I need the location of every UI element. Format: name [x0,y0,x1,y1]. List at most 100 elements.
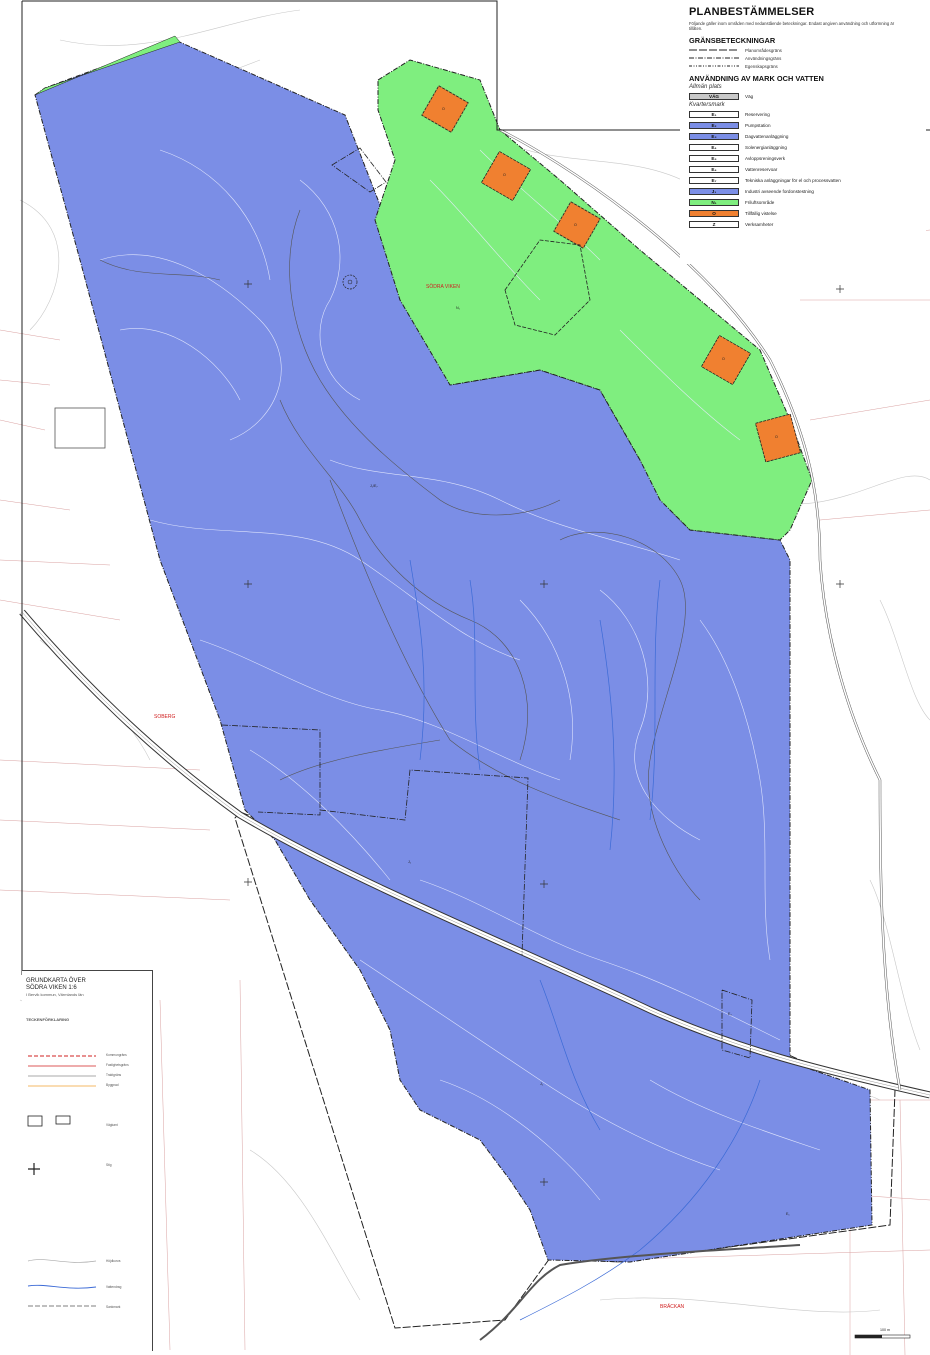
boundary-legend-row: Planområdesgräns [689,47,926,53]
basemap-item: Kommungräns [106,1053,127,1057]
legend-label: Vattenreservoar [745,167,778,172]
zone-label-e2: E₂ [728,1012,732,1016]
legend-row: VÄG Väg [689,92,926,101]
legend-swatch: N₁ [689,199,739,206]
basemap-title: GRUNDKARTA ÖVER [26,978,86,984]
legend-swatch: E₃ [689,133,739,140]
basemap-item: Fastighetsgräns [106,1063,129,1067]
coordinate-crosses [244,280,844,1186]
legend-swatch: E₁ [689,111,739,118]
legend-label: Väg [745,94,754,99]
basemap-item: Traktgräns [106,1073,122,1077]
legend-swatch: E₇ [689,177,739,184]
place-label-soberg: SOBERG [154,714,176,720]
zone-label-o3: O [574,223,577,227]
basemap-legend: GRUNDKARTA ÖVER SÖDRA VIKEN 1:6 I Bervik… [22,970,153,1351]
basemap-legend-symbols [27,1055,97,1307]
legend-swatch: E₄ [689,144,739,151]
zone-o-5[interactable] [754,413,802,463]
legend-row: N₁ Friluftsområde [689,198,926,207]
legend-row: Z Verksamheter [689,220,926,229]
recreation-strip[interactable] [34,35,181,96]
legend-row: E₅ Avloppsreningsverk [689,154,926,163]
legend-swatch: E₆ [689,166,739,173]
zone-label-o5: O [775,435,778,439]
zone-label-j1-b: J₁ [540,1082,544,1086]
basemap-item: Höjdkurva [106,1259,121,1263]
public-list: VÄG Väg [680,92,926,101]
legend-label: Industri avseende fordonstestning [745,189,814,194]
legend-label: Verksamheter [745,222,774,227]
legend-row: O Tillfällig vistelse [689,209,926,218]
legend-label: Avloppsreningsverk [745,156,786,161]
boundary-label: Egenskapsgräns [745,63,778,69]
mast-circle [342,274,358,290]
zone-label-n1: N₁ [456,306,460,310]
legend-title: PLANBESTÄMMELSER [689,6,815,18]
basemap-item: Byggnad [106,1083,119,1087]
legend-row: E₃ Dagvattenanläggning [689,132,926,141]
legend-label: Tekniska anläggningar för el och process… [745,178,841,183]
basemap-municipality: I Bervik kommun, Värmlands län [26,992,84,997]
legend-row: E₁ Reservering [689,110,926,119]
east-road-fill [499,129,901,1091]
legend-label: Solenergianläggning [745,145,787,150]
road[interactable] [19,609,930,1099]
legend-label: Reservering [745,112,770,117]
zone-label-o1: O [442,107,445,111]
legend-swatch: O [689,210,739,217]
south-road [479,1244,801,1341]
legend-swatch: E₅ [689,155,739,162]
legend-label: Tillfällig vistelse [745,211,777,216]
basemap-item: Sankmark [106,1305,121,1309]
boundary-label: Användningsgräns [745,55,782,61]
legend-row: E₆ Vattenreservoar [689,165,926,174]
watercourses [409,559,761,1321]
zone-o-2[interactable] [480,150,532,202]
legend-row: E₇ Tekniska anläggningar för el och proce… [689,176,926,185]
place-label-brackan: BRÄCKAN [660,1304,685,1310]
zone-o-1[interactable] [421,85,469,133]
boundary-line-icon [689,57,739,59]
basemap-item: Stig [106,1163,112,1167]
legend-use-heading: ANVÄNDNING AV MARK OCH VATTEN [689,74,824,83]
zone-label-o4: O [722,357,725,361]
boundary-line-icon [689,65,739,67]
legend-label: Friluftsområde [745,200,775,205]
boundary-label: Planområdesgräns [745,47,782,53]
legend-swatch: J₁ [689,188,739,195]
zone-label-j1e7: J₁/E₇ [370,484,378,488]
legend-swatch: E₂ [689,122,739,129]
legend-swatch: VÄG [689,93,739,100]
basemap-name: SÖDRA VIKEN 1:6 [26,985,77,991]
basemap-item: Vägkant [106,1123,118,1127]
existing-paths [99,209,701,901]
internal-boundaries [54,147,753,1059]
zone-o-3[interactable] [553,201,601,249]
legend-intro: Följande gäller inom områden med nedanst… [689,21,895,31]
legend-row: E₄ Solenergianläggning [689,143,926,152]
scale-bar [854,1334,911,1339]
zone-label-e1: E₁ [786,1212,790,1216]
temporary-stay-zones[interactable] [421,85,802,463]
legend-row: E₂ Pumpstation [689,121,926,130]
terrain-contours [99,149,821,1201]
zone-label-o2: O [503,173,506,177]
plan-boundary [234,811,896,1329]
legend-swatch: Z [689,221,739,228]
boundary-legend-row: Egenskapsgräns [689,63,926,69]
legend-boundaries-heading: GRÄNSBETECKNINGAR [689,36,776,45]
zone-o-4[interactable] [700,334,752,386]
legend-public-place: Allmän plats [689,84,722,90]
legend-label: Dagvattenanläggning [745,134,789,139]
legend-label: Pumpstation [745,123,771,128]
place-label-sodra-viken: SÖDRA VIKEN [426,284,460,290]
mast-center [347,279,353,285]
scale-bar-label: 100 m [880,1328,890,1332]
plan-legend: PLANBESTÄMMELSER Följande gäller inom om… [680,2,926,264]
legend-block-land: Kvartersmark [689,102,725,108]
basemap-section-title: TECKENFÖRKLARING [26,1017,70,1022]
